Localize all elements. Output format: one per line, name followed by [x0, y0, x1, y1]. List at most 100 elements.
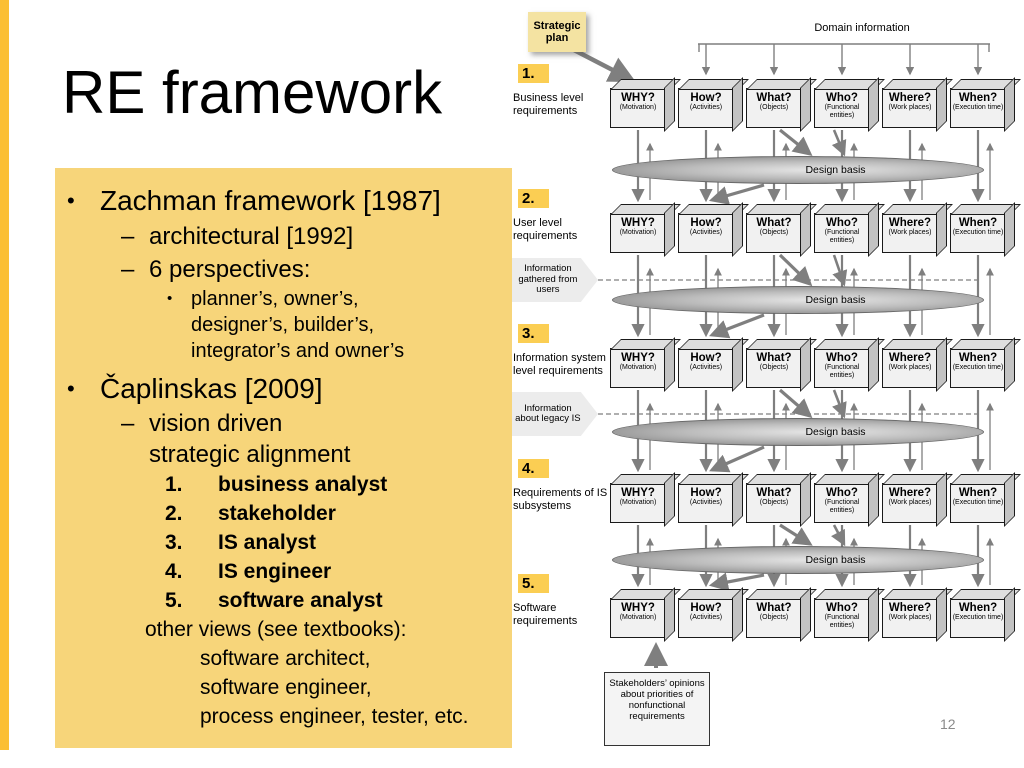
cell-question: What?: [756, 217, 792, 229]
cell-question: How?: [690, 92, 722, 104]
sub-bullet-item: • planner’s, owner’s, designer’s, builde…: [55, 286, 512, 364]
outline-line: software engineer,: [55, 673, 512, 702]
cell-subtitle: (Functional entities): [824, 614, 860, 629]
matrix-cell: WHY?(Motivation): [610, 483, 666, 523]
outline-text: process engineer, tester, etc.: [200, 705, 469, 728]
bullet-icon: •: [67, 376, 75, 401]
numbered-item: 2. stakeholder: [55, 499, 512, 528]
level-number: 3.: [518, 324, 549, 343]
matrix-cell: Who?(Functional entities): [814, 88, 870, 128]
cell-subtitle: (Motivation): [619, 364, 657, 371]
matrix-cell: When?(Execution time): [950, 213, 1006, 253]
matrix-cell: When?(Execution time): [950, 88, 1006, 128]
outline-line: software architect,: [55, 644, 512, 673]
cell-question: When?: [958, 352, 998, 364]
dash-icon: –: [121, 256, 135, 283]
page-title: RE framework: [62, 59, 443, 126]
cell-question: When?: [958, 217, 998, 229]
matrix-cell: What?(Objects): [746, 598, 802, 638]
bullet-icon: •: [67, 188, 75, 213]
cell-subtitle: (Motivation): [619, 499, 657, 506]
level-number: 2.: [518, 189, 549, 208]
matrix-cell: Who?(Functional entities): [814, 483, 870, 523]
cell-question: WHY?: [621, 487, 655, 499]
domain-information-label: Domain information: [814, 22, 910, 34]
matrix-cell: WHY?(Motivation): [610, 213, 666, 253]
info-about-legacy-is-callout: Information about legacy IS: [512, 392, 598, 436]
matrix-cell: Where?(Work places): [882, 88, 938, 128]
cell-question: Who?: [826, 352, 858, 364]
zachman-framework-diagram: Strategic plan Domain information Inform…: [512, 0, 1024, 768]
design-basis-label: Design basis: [805, 294, 866, 306]
cell-subtitle: (Motivation): [619, 614, 657, 621]
cell-subtitle: (Activities): [689, 614, 723, 621]
design-basis-label: Design basis: [805, 426, 866, 438]
matrix-cell: What?(Objects): [746, 88, 802, 128]
outline-text: 6 perspectives:: [149, 256, 311, 283]
cell-subtitle: (Execution time): [952, 104, 1004, 111]
cell-subtitle: (Activities): [689, 499, 723, 506]
callout-text: Information gathered from users: [518, 263, 578, 296]
role-label: IS analyst: [218, 531, 317, 554]
info-gathered-from-users-callout: Information gathered from users: [512, 258, 598, 302]
cell-question: What?: [756, 602, 792, 614]
role-label: business analyst: [218, 473, 388, 496]
item-number: 4.: [165, 560, 183, 583]
cell-subtitle: (Objects): [759, 614, 789, 621]
cell-question: Where?: [888, 602, 932, 614]
cell-subtitle: (Work places): [888, 614, 932, 621]
bullet-icon: •: [167, 290, 173, 307]
cell-subtitle: (Objects): [759, 499, 789, 506]
cell-subtitle: (Execution time): [952, 364, 1004, 371]
cell-subtitle: (Execution time): [952, 229, 1004, 236]
cell-subtitle: (Activities): [689, 229, 723, 236]
dash-item: – architectural [1992]: [55, 220, 512, 253]
cell-question: How?: [690, 487, 722, 499]
stakeholders-opinions-note: Stakeholders’ opinions about priorities …: [604, 672, 710, 746]
bullet-item: • Zachman framework [1987]: [55, 182, 512, 220]
dash-item: – vision driven strategic alignment: [55, 408, 512, 470]
matrix-cell: Where?(Work places): [882, 598, 938, 638]
outline-text: Čaplinskas [2009]: [100, 373, 323, 404]
outline-text: planner’s, owner’s, designer’s, builder’…: [191, 288, 405, 362]
cell-question: Who?: [826, 217, 858, 229]
matrix-cell: Who?(Functional entities): [814, 598, 870, 638]
matrix-cell: When?(Execution time): [950, 483, 1006, 523]
level-number: 1.: [518, 64, 549, 83]
cell-question: Where?: [888, 352, 932, 364]
outline-text: other views (see textbooks):: [145, 618, 407, 641]
level-label: Information system level requirements: [513, 352, 606, 377]
matrix-cell: How?(Activities): [678, 88, 734, 128]
cell-subtitle: (Functional entities): [824, 229, 860, 244]
cell-question: When?: [958, 487, 998, 499]
cell-subtitle: (Motivation): [619, 229, 657, 236]
cell-question: When?: [958, 602, 998, 614]
matrix-cell: Where?(Work places): [882, 348, 938, 388]
numbered-item: 5. software analyst: [55, 586, 512, 615]
cell-question: Where?: [888, 217, 932, 229]
cell-question: Who?: [826, 602, 858, 614]
cell-question: WHY?: [621, 602, 655, 614]
cell-subtitle: (Activities): [689, 104, 723, 111]
matrix-cell: WHY?(Motivation): [610, 88, 666, 128]
outline-line: process engineer, tester, etc.: [55, 702, 512, 731]
cell-question: WHY?: [621, 352, 655, 364]
callout-text: Information about legacy IS: [515, 402, 581, 424]
matrix-cell: When?(Execution time): [950, 348, 1006, 388]
matrix-cell: How?(Activities): [678, 348, 734, 388]
cell-subtitle: (Functional entities): [824, 104, 860, 119]
outline-text: Zachman framework [1987]: [100, 185, 441, 216]
matrix-cell: What?(Objects): [746, 213, 802, 253]
matrix-cell: How?(Activities): [678, 213, 734, 253]
matrix-cell: What?(Objects): [746, 348, 802, 388]
level-number: 4.: [518, 459, 549, 478]
role-label: stakeholder: [218, 502, 336, 525]
item-number: 3.: [165, 531, 183, 554]
level-label: Business level requirements: [513, 92, 584, 117]
dash-icon: –: [121, 410, 135, 437]
cell-question: When?: [958, 92, 998, 104]
level-number: 5.: [518, 574, 549, 593]
cell-subtitle: (Functional entities): [824, 499, 860, 514]
cell-subtitle: (Work places): [888, 229, 932, 236]
